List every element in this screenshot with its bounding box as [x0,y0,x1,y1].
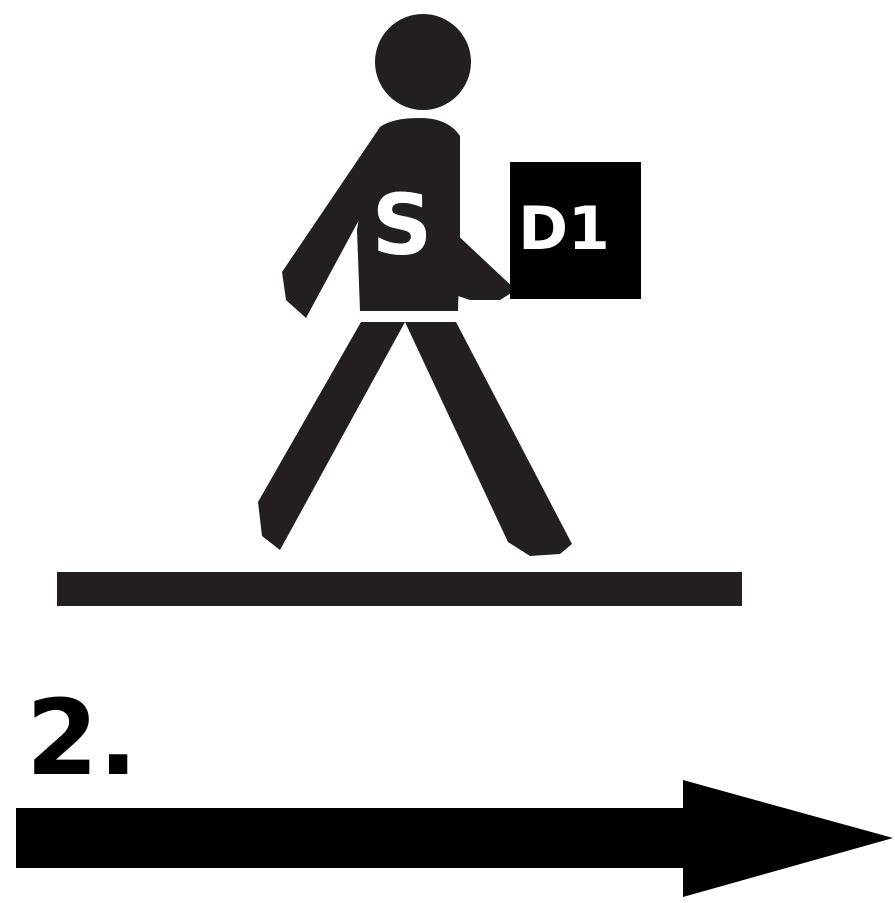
device-label: D1 [518,194,610,264]
person-front-leg [405,322,572,556]
device-box [510,162,641,299]
step-number: 2. [26,677,138,799]
person-back-arm [282,127,386,318]
ground-line [57,572,742,606]
person-head [375,14,471,110]
right-arrow-icon [16,780,893,897]
person-label: S [372,176,433,274]
person-back-leg [258,322,405,550]
person-front-arm [452,230,516,300]
walking-person-icon [258,14,572,556]
